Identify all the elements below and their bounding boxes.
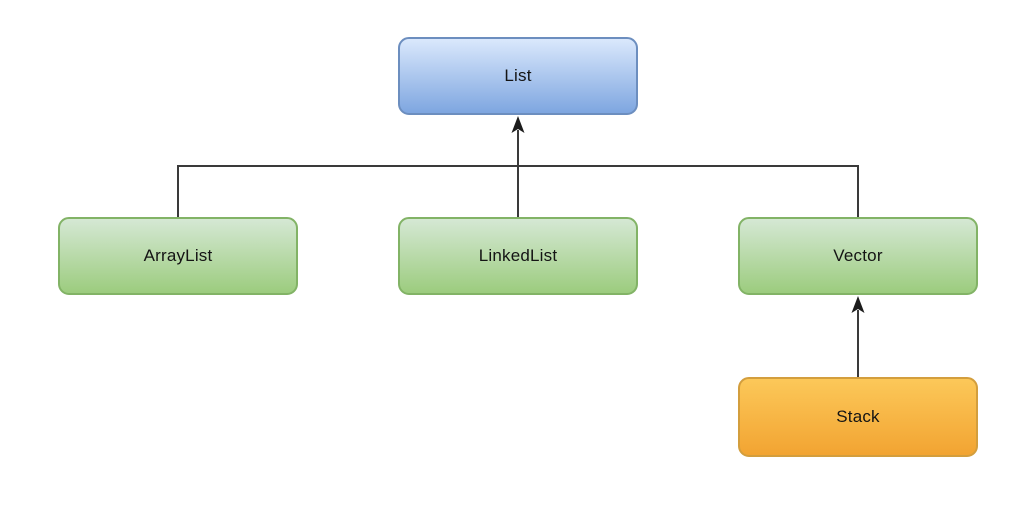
node-stack: Stack — [738, 377, 978, 457]
arrowhead-into-list — [511, 116, 525, 133]
node-linkedlist-label: LinkedList — [478, 246, 558, 265]
node-list: List — [398, 37, 638, 115]
node-linkedlist: LinkedList — [398, 217, 638, 295]
node-vector-label: Vector — [833, 246, 883, 265]
node-vector: Vector — [738, 217, 978, 295]
node-stack-label: Stack — [836, 407, 880, 426]
node-arraylist: ArrayList — [58, 217, 298, 295]
node-list-label: List — [504, 66, 532, 85]
arrowhead-into-vector — [851, 296, 865, 313]
edge-bracket-children-to-list — [177, 165, 859, 217]
node-arraylist-label: ArrayList — [143, 246, 213, 265]
